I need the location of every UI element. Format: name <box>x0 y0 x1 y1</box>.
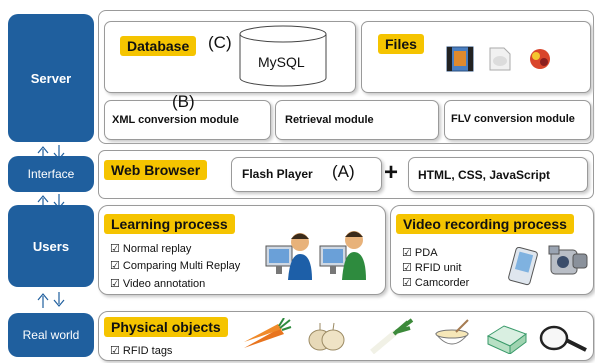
html-css-js-label: HTML, CSS, JavaScript <box>418 168 551 182</box>
flv-conversion-module-box <box>444 100 591 140</box>
leek-icon <box>370 318 414 354</box>
image-file-icon <box>530 49 550 69</box>
video-recording-process-tag: Video recording process <box>396 214 574 234</box>
egg-carton-icon <box>486 325 528 354</box>
flash-marker: (A) <box>332 162 355 181</box>
flash-player-box <box>231 157 382 192</box>
server-label: Server <box>8 14 94 142</box>
retrieval-module-box <box>275 100 439 140</box>
physical-objects-item: RFID tags <box>110 344 173 357</box>
learning-item: Comparing Multi Replay <box>110 259 240 272</box>
bowl-icon <box>434 319 470 345</box>
interface-label: Interface <box>8 156 94 192</box>
retrieval-module-label: Retrieval module <box>285 114 374 126</box>
mysql-label: MySQL <box>258 54 305 70</box>
learning-item: Video annotation <box>110 277 205 290</box>
video-recording-item: PDA <box>402 246 438 259</box>
flv-conversion-module-label: FLV conversion module <box>451 113 575 125</box>
plus-sign: + <box>384 159 399 186</box>
frying-pan-icon <box>539 325 587 352</box>
up-down-arrows-icon <box>36 291 66 309</box>
users-label: Users <box>8 205 94 287</box>
learning-item: Normal replay <box>110 242 191 255</box>
files-tag: Files <box>378 34 424 54</box>
files-box <box>361 21 591 93</box>
xml-conversion-module-box <box>104 100 271 140</box>
database-marker: (C) <box>208 33 232 52</box>
camcorder-icon <box>548 245 588 275</box>
up-down-arrows-icon <box>36 193 66 211</box>
mysql-cylinder-icon <box>239 25 327 87</box>
xml-marker: (B) <box>172 92 195 111</box>
xml-conversion-module-label: XML conversion module <box>112 114 239 126</box>
up-down-arrows-icon <box>36 144 66 162</box>
flash-player-label: Flash Player <box>242 167 313 181</box>
html-css-js-box <box>408 157 588 192</box>
real-world-label: Real world <box>8 313 94 357</box>
carrot-icon <box>244 318 292 348</box>
learning-process-tag: Learning process <box>104 214 235 234</box>
document-file-icon <box>489 47 511 71</box>
video-recording-item: RFID unit <box>402 261 461 274</box>
pda-icon <box>508 247 538 286</box>
user-at-computer-icon <box>319 231 366 280</box>
database-tag: Database <box>120 36 197 56</box>
video-file-icon <box>446 46 474 72</box>
physical-objects-tag: Physical objects <box>104 317 228 337</box>
web-browser-tag: Web Browser <box>104 160 208 180</box>
onion-icon <box>308 322 345 351</box>
user-at-computer-icon <box>265 233 312 280</box>
video-recording-item: Camcorder <box>402 276 469 289</box>
